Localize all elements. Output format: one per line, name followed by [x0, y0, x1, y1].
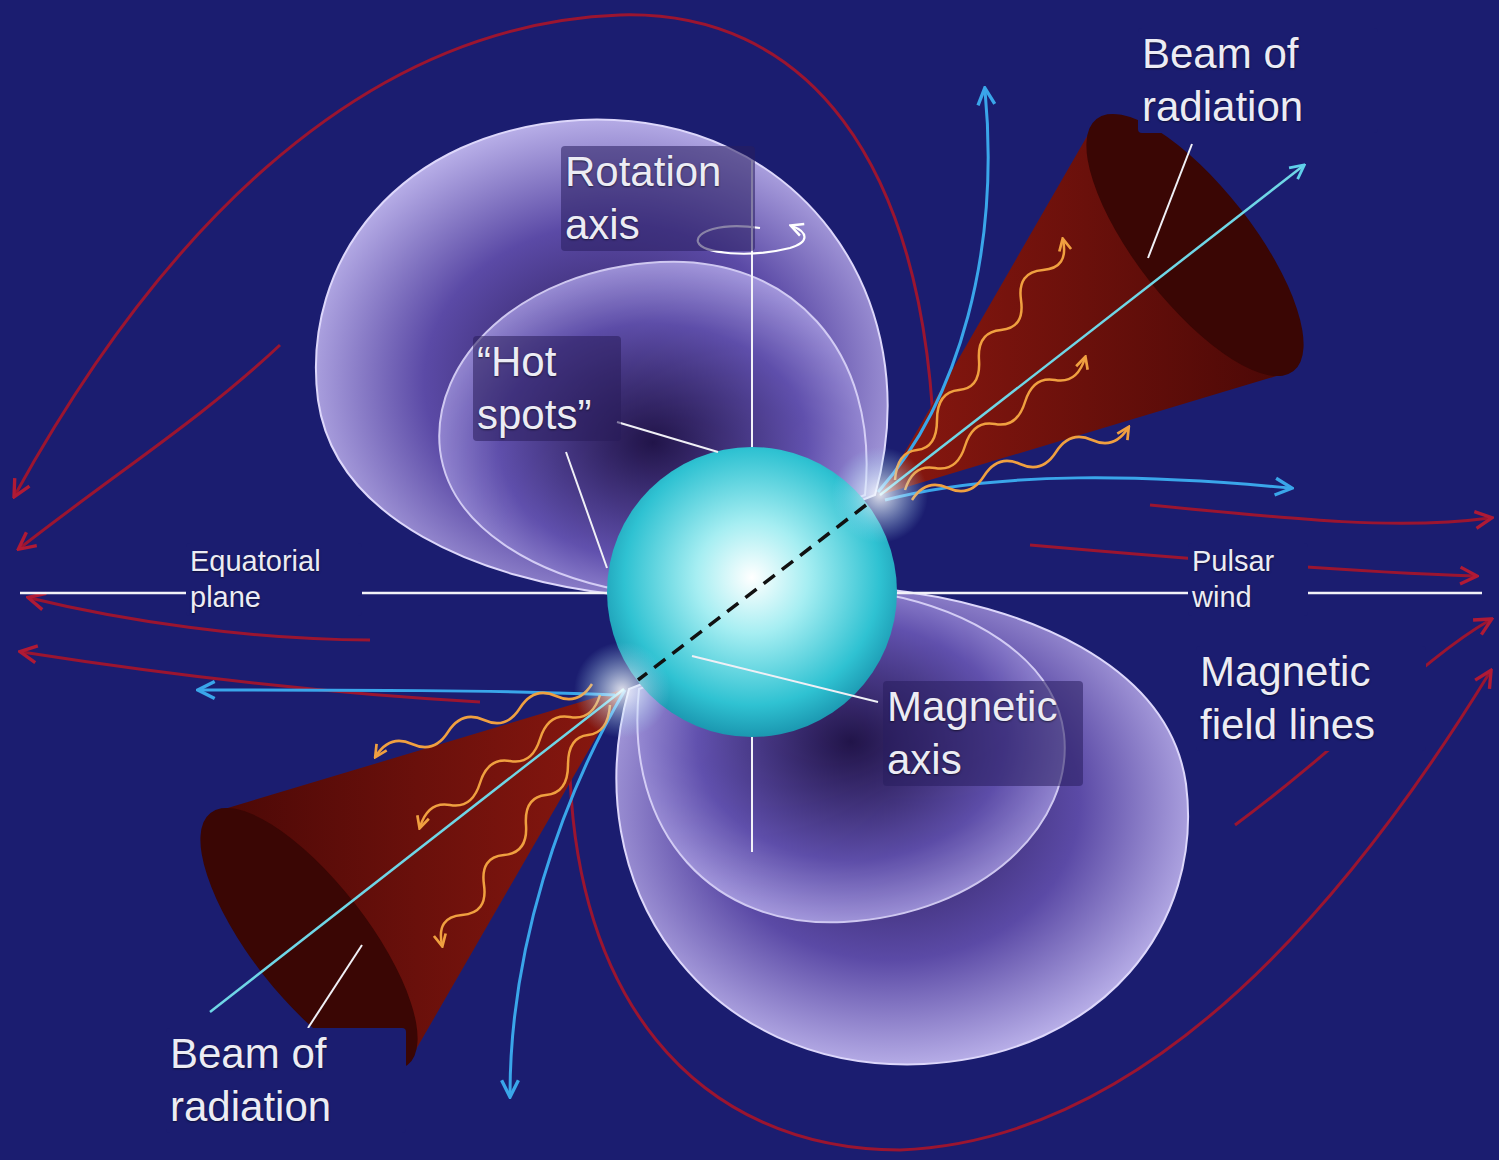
hot-spot-glow [832, 447, 928, 543]
beam-axis [210, 689, 624, 1012]
text-label: Rotation axis [561, 146, 755, 251]
hot-spot-glow [574, 642, 670, 738]
text-label: Magnetic field lines [1196, 646, 1426, 751]
radiation-beam-upper [880, 83, 1339, 495]
open-field-lines [200, 90, 1290, 1095]
leader-lines [308, 144, 1192, 1028]
text-label: Pulsar wind [1188, 543, 1308, 616]
text-label: “Hot spots” [473, 336, 621, 441]
text-label: Beam of radiation [166, 1028, 406, 1133]
outer-field-lines [15, 15, 1490, 1150]
text-label: Magnetic axis [883, 681, 1083, 786]
text-label: Equatorial plane [186, 543, 362, 616]
text-label: Beam of radiation [1138, 28, 1378, 133]
magnetic-axis-line [638, 505, 866, 680]
beam-axis [880, 166, 1303, 495]
photon-waves [376, 240, 1128, 945]
